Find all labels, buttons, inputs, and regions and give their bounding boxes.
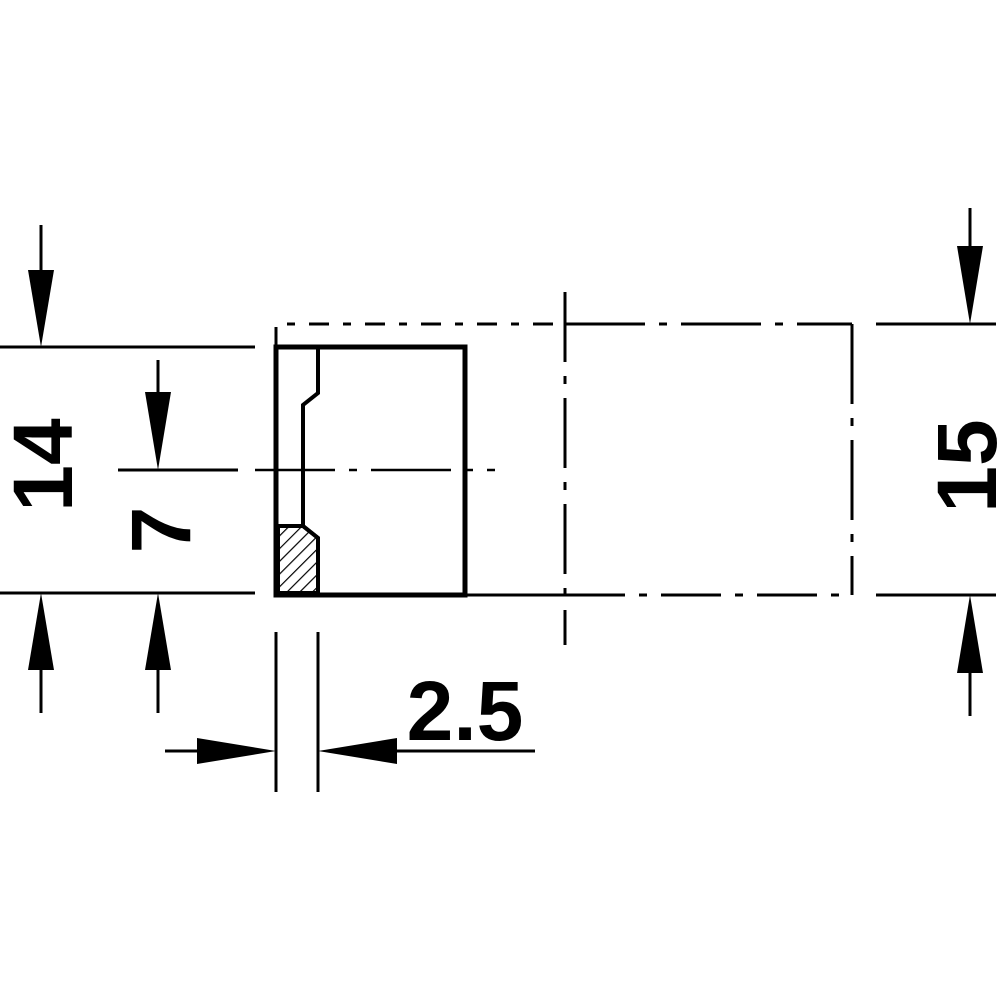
arrow-down-icon xyxy=(145,392,171,470)
dimension-14-arrows xyxy=(28,225,54,713)
dimension-label-7: 7 xyxy=(114,507,208,554)
dimension-15-arrows xyxy=(957,208,983,716)
dimension-label-15: 15 xyxy=(920,419,1000,512)
dimension-7-arrows xyxy=(145,360,171,713)
phantom-top-left xyxy=(274,322,565,347)
hatched-section xyxy=(276,524,320,595)
arrow-up-icon xyxy=(145,593,171,670)
arrow-up-icon xyxy=(28,593,54,670)
dimension-label-14: 14 xyxy=(0,418,90,512)
phantom-outline xyxy=(274,292,854,645)
arrow-up-icon xyxy=(957,595,983,673)
arrow-right-icon xyxy=(197,738,276,764)
dimension-2-5-arrows xyxy=(165,738,535,764)
arrow-down-icon xyxy=(957,246,983,324)
dimension-label-2-5: 2.5 xyxy=(407,664,524,758)
arrow-left-icon xyxy=(318,738,397,764)
part-section xyxy=(273,344,468,598)
part-outline xyxy=(273,344,468,598)
arrow-down-icon xyxy=(28,270,54,347)
